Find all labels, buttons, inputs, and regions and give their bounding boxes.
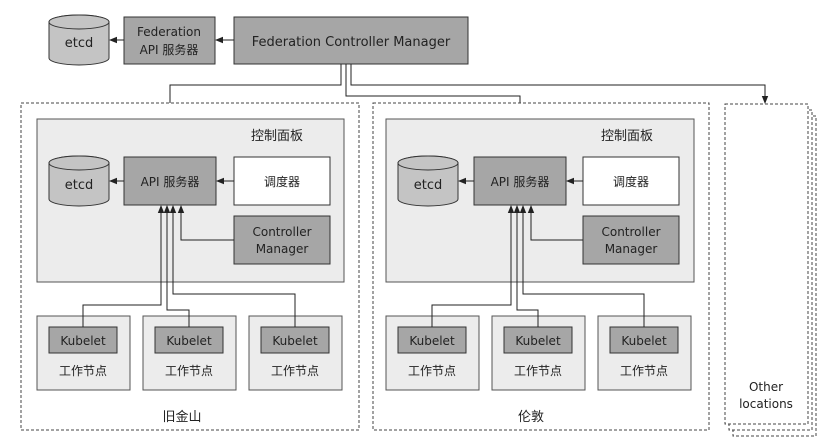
- arrow-kubelet-to-api: [163, 205, 190, 327]
- federation-etcd-cylinder: etcd: [48, 14, 110, 66]
- control-plane-label: 控制面板: [251, 129, 303, 144]
- cluster-london: 控制面板 etcd API 服务器 调度器 Controller Manager…: [372, 102, 710, 431]
- api-server-box: [473, 156, 567, 206]
- worker-node: Kubelet 工作节点: [491, 315, 586, 391]
- federation-etcd-label: etcd: [65, 36, 94, 51]
- federation-controller-manager-label: Federation Controller Manager: [252, 35, 451, 50]
- federation-controller-manager-box: Federation Controller Manager: [233, 16, 469, 65]
- worker-node-label: 工作节点: [165, 364, 213, 378]
- controller-manager-line2: Manager: [605, 242, 658, 256]
- controller-manager-box: [582, 215, 680, 265]
- control-plane-label: 控制面板: [601, 129, 653, 144]
- kubelet-label: Kubelet: [515, 334, 561, 348]
- arrow-kubelet-to-api: [169, 205, 296, 327]
- kubelet-label: Kubelet: [272, 334, 318, 348]
- worker-node-label: 工作节点: [620, 364, 668, 378]
- federation-api-line1: Federation: [137, 25, 201, 39]
- worker-node-label: 工作节点: [408, 364, 456, 378]
- other-locations-line2: locations: [739, 397, 793, 411]
- kubelet-box: [397, 326, 467, 354]
- arrow-kubelet-to-api: [519, 205, 645, 327]
- controller-manager-line1: Controller: [252, 225, 311, 239]
- controller-manager-line1: Controller: [601, 225, 660, 239]
- worker-node: Kubelet 工作节点: [142, 315, 237, 391]
- etcd-cylinder: etcd: [48, 155, 110, 207]
- kubelet-label: Kubelet: [621, 334, 667, 348]
- arrow-kubelet-to-api: [82, 205, 165, 327]
- kubelet-box: [609, 326, 679, 354]
- api-server-label: API 服务器: [491, 174, 550, 189]
- api-server-box: [123, 156, 217, 206]
- worker-node: Kubelet 工作节点: [597, 315, 692, 391]
- scheduler-box: [582, 156, 680, 206]
- worker-node: Kubelet 工作节点: [385, 315, 480, 391]
- arrow-kubelet-to-api: [513, 205, 539, 327]
- scheduler-box: [233, 156, 331, 206]
- kubelet-label: Kubelet: [166, 334, 212, 348]
- scheduler-label: 调度器: [264, 174, 300, 189]
- kubelet-box: [260, 326, 330, 354]
- federation-api-server-box: Federation API 服务器: [123, 16, 216, 65]
- kubelet-box: [154, 326, 224, 354]
- controller-manager-box: [233, 215, 331, 265]
- worker-node: Kubelet 工作节点: [36, 315, 131, 391]
- controller-manager-line2: Manager: [256, 242, 309, 256]
- kubelet-label: Kubelet: [409, 334, 455, 348]
- arrow-cm-to-api: [177, 205, 234, 241]
- kubelet-box: [48, 326, 118, 354]
- arrow-kubelet-to-api: [431, 205, 515, 327]
- worker-node: Kubelet 工作节点: [248, 315, 343, 391]
- wire-fed-cm-to-other: [350, 64, 769, 104]
- worker-node-label: 工作节点: [271, 364, 319, 378]
- cluster-san-francisco: 控制面板 etcd API 服务器 调度器 Controller Manager…: [20, 102, 360, 431]
- etcd-cylinder: etcd: [397, 155, 459, 207]
- worker-node-label: 工作节点: [59, 364, 107, 378]
- kubelet-label: Kubelet: [60, 334, 106, 348]
- other-locations-line1: Other: [749, 380, 783, 394]
- other-locations-stack: Other locations: [724, 103, 817, 437]
- etcd-label: etcd: [65, 178, 94, 193]
- etcd-label: etcd: [414, 178, 443, 193]
- scheduler-label: 调度器: [613, 174, 649, 189]
- cluster-name: 旧金山: [162, 409, 201, 425]
- arrow-cm-to-api: [527, 205, 583, 241]
- worker-node-label: 工作节点: [514, 364, 562, 378]
- cluster-name: 伦敦: [518, 409, 544, 425]
- federation-api-line2: API 服务器: [140, 42, 199, 57]
- api-server-label: API 服务器: [141, 174, 200, 189]
